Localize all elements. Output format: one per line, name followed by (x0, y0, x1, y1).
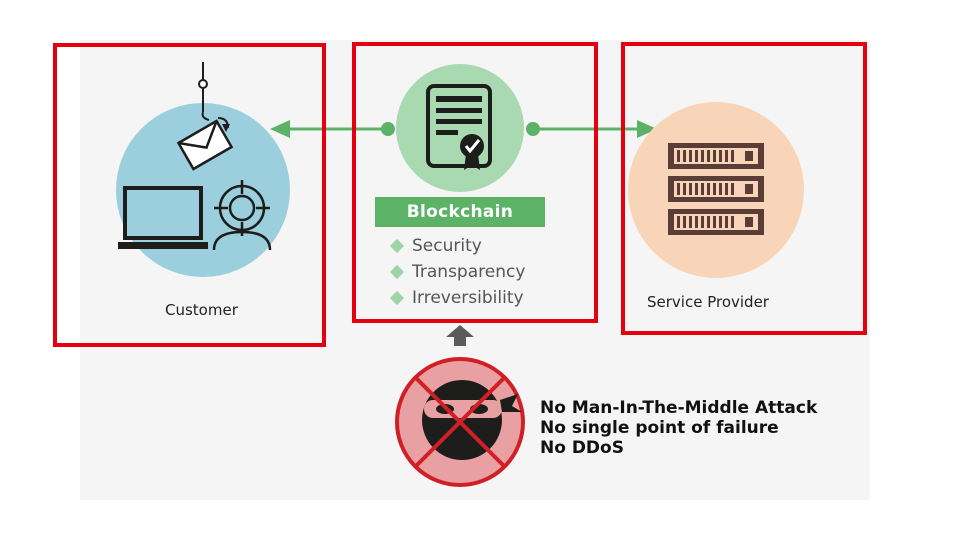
server-rack-icon (668, 143, 764, 235)
prevented-attack-item: No DDoS (540, 438, 624, 458)
connector-to-customer (270, 120, 395, 138)
diamond-bullet-icon (389, 264, 405, 280)
feature-label: Security (412, 236, 482, 256)
feature-label: Irreversibility (412, 288, 524, 308)
email-envelope-icon (176, 117, 234, 171)
blocked-hacker-icon (395, 357, 525, 487)
feature-item: Security (389, 233, 525, 259)
fishing-hook-icon (198, 62, 210, 121)
feature-item: Transparency (389, 259, 526, 285)
service-provider-highlight-box (621, 42, 867, 335)
up-arrow-icon (446, 325, 474, 346)
diamond-bullet-icon (389, 290, 405, 306)
prevented-attack-item: No single point of failure (540, 418, 779, 438)
prevented-attacks-list: No Man-In-The-Middle Attack No single po… (540, 398, 817, 458)
targeted-person-icon (212, 180, 272, 251)
diamond-bullet-icon (389, 238, 405, 254)
blockchain-highlight-box (352, 42, 598, 323)
laptop-icon (118, 186, 208, 249)
customer-label: Customer (165, 301, 238, 319)
feature-item: Irreversibility (389, 285, 525, 311)
feature-label: Transparency (412, 262, 526, 282)
blockchain-features-list: Security Transparency Irreversibility (389, 233, 526, 311)
service-provider-label: Service Provider (647, 293, 769, 311)
customer-highlight-box (53, 43, 326, 347)
prevented-attack-item: No Man-In-The-Middle Attack (540, 398, 818, 418)
certificate-document-icon (426, 84, 492, 170)
blockchain-title: Blockchain (375, 197, 545, 227)
